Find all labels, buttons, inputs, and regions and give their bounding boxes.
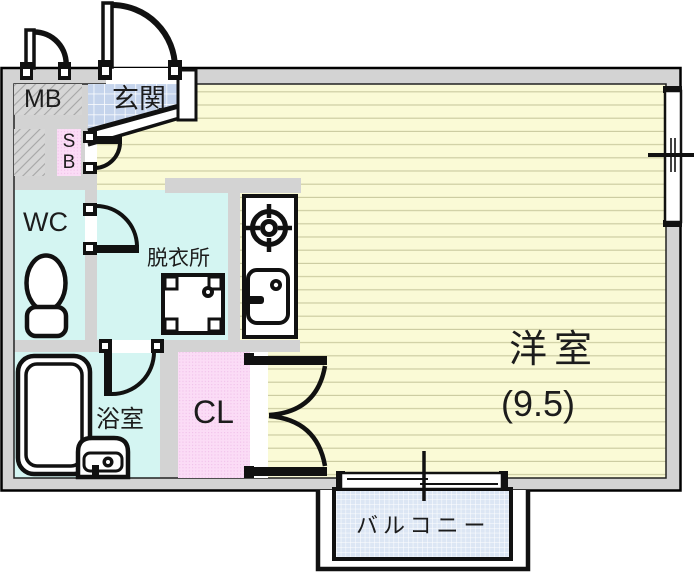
kitchen-top-wall: [165, 178, 301, 193]
meter-box: [14, 84, 82, 115]
label-wc: WC: [23, 207, 68, 237]
door-openings: [85, 68, 268, 478]
label-closet: CL: [193, 394, 234, 430]
entrance-step: [88, 106, 183, 145]
balcony: [315, 487, 531, 572]
label-western-room: 洋室: [509, 329, 600, 371]
toilet-icon: [24, 253, 69, 339]
label-dressing-room: 脱衣所: [147, 247, 210, 270]
kitchen-counter: [242, 194, 298, 339]
entrance-step-edge: [87, 103, 180, 134]
label-shoe-box-s: S: [62, 131, 76, 152]
bathroom-door: [99, 339, 164, 396]
meter-box-door: [20, 28, 71, 80]
washing-machine-pan-icon: [161, 273, 225, 335]
label-meter-box: MB: [24, 85, 62, 113]
sliding-window-bottom: [336, 451, 508, 501]
bathtub-icon: [15, 353, 93, 477]
label-western-room-size: (9.5): [501, 383, 576, 424]
label-entrance: 玄関: [112, 84, 166, 114]
shoebox-door: [83, 131, 122, 174]
label-balcony: バルコニー: [356, 513, 491, 538]
label-bathroom: 浴室: [96, 406, 144, 433]
label-shoe-box: S B: [58, 131, 80, 173]
sliding-window-right: [648, 86, 694, 227]
pipe-space: [14, 129, 45, 176]
closet-double-door: [244, 353, 328, 478]
stove-icon: [246, 204, 292, 252]
entrance-door: [98, 1, 182, 80]
entrance-door-sill: [176, 68, 198, 122]
shoe-box: [57, 129, 81, 176]
entrance-tile: [88, 84, 179, 131]
kitchen-sink-icon: [244, 268, 290, 325]
closet-floor: [178, 352, 250, 478]
bath-sink-icon: [75, 435, 131, 480]
wc-door: [83, 203, 139, 255]
balcony-railing: [315, 490, 531, 572]
label-shoe-box-b: B: [62, 152, 76, 173]
